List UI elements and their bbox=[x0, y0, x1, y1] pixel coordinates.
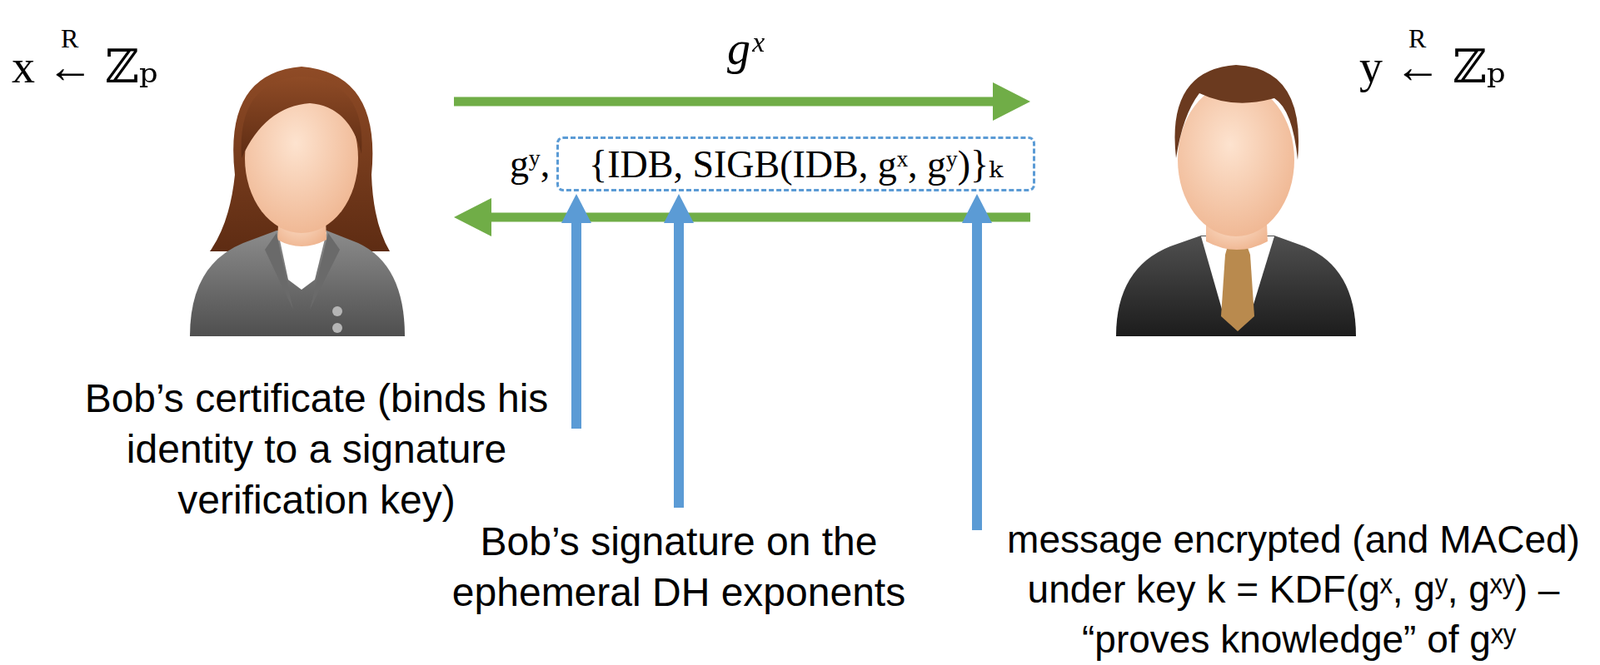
callout-note: message encrypted (and MACed) under key … bbox=[993, 514, 1594, 665]
message-label: gʸ, bbox=[509, 141, 550, 187]
message-arrows bbox=[453, 82, 1031, 237]
encrypted-message-box: {IDB, SIGB(IDB, gˣ, gʸ)}ₖ bbox=[556, 136, 1036, 192]
math-label: y ← ℤₚ bbox=[1359, 39, 1506, 94]
callout-note: Bob’s signature on the ephemeral DH expo… bbox=[428, 516, 929, 619]
message-label: gˣ bbox=[727, 21, 764, 75]
callout-note: Bob’s certificate (binds his identity to… bbox=[66, 373, 567, 526]
callout-arrows bbox=[561, 194, 992, 531]
message-text: {IDB, SIGB(IDB, gˣ, gʸ)}ₖ bbox=[588, 141, 1003, 187]
bob-figure bbox=[1116, 64, 1356, 337]
alice-figure bbox=[189, 66, 405, 337]
math-label: x ← ℤₚ bbox=[11, 39, 158, 94]
